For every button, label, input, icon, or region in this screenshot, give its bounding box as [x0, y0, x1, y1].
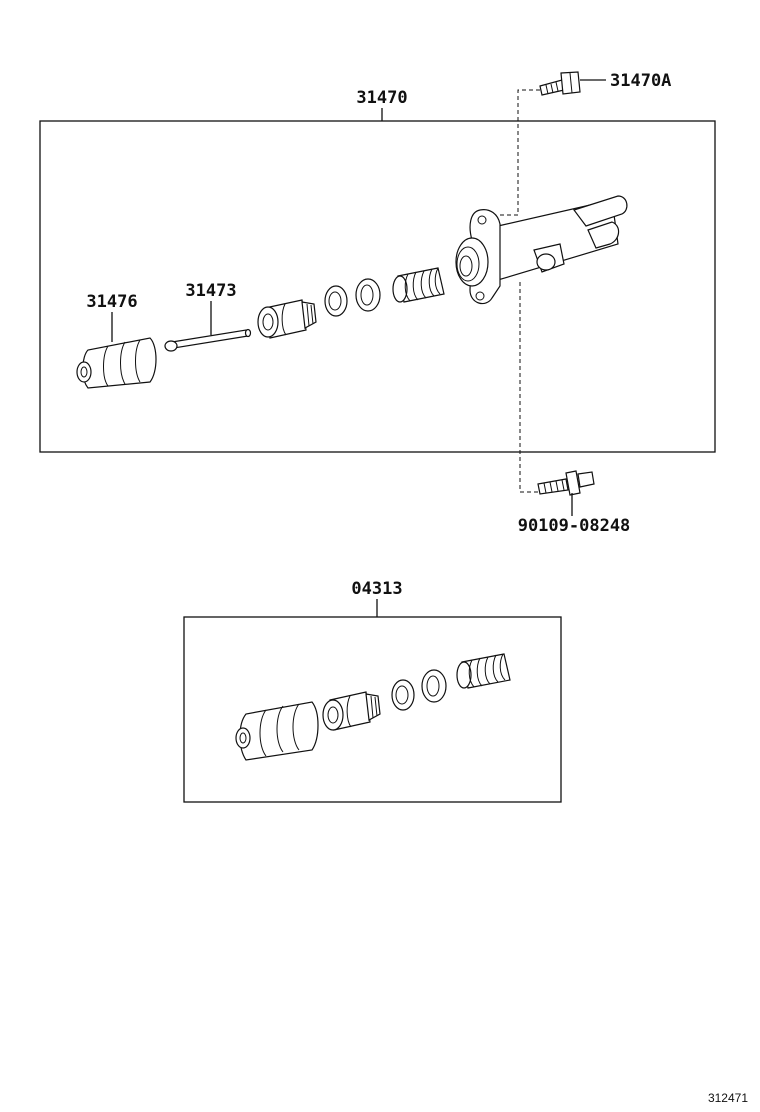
- assembly-frame: [39, 120, 716, 453]
- kit-boot-part: [235, 701, 319, 761]
- callout-90109-08248[interactable]: 90109-08248: [518, 516, 631, 536]
- callout-31470A[interactable]: 31470A: [610, 71, 671, 91]
- boot-part: [76, 337, 157, 389]
- cup-part-1: [324, 285, 348, 317]
- piston-part: [257, 299, 317, 339]
- callout-31476[interactable]: 31476: [86, 292, 137, 312]
- callout-31473[interactable]: 31473: [185, 281, 236, 301]
- kit-cup-part-1: [391, 679, 415, 711]
- kit-spring-part: [456, 653, 511, 689]
- cup-part-2: [355, 278, 381, 312]
- push-rod-part: [164, 328, 252, 352]
- repair-kit-frame: [183, 616, 562, 803]
- callout-31470[interactable]: 31470: [356, 88, 407, 108]
- kit-piston-part: [322, 691, 381, 731]
- figure-reference: 312471: [708, 1091, 748, 1105]
- union-bolt-part: [537, 470, 595, 496]
- bleeder-plug-part: [539, 71, 581, 96]
- kit-cup-part-2: [421, 669, 447, 703]
- union-bolt-dashed-link: [519, 282, 538, 493]
- bleeder-plug-dashed-link: [500, 89, 540, 216]
- callout-04313[interactable]: 04313: [351, 579, 402, 599]
- spring-part: [392, 267, 445, 303]
- cylinder-body-part: [455, 195, 628, 305]
